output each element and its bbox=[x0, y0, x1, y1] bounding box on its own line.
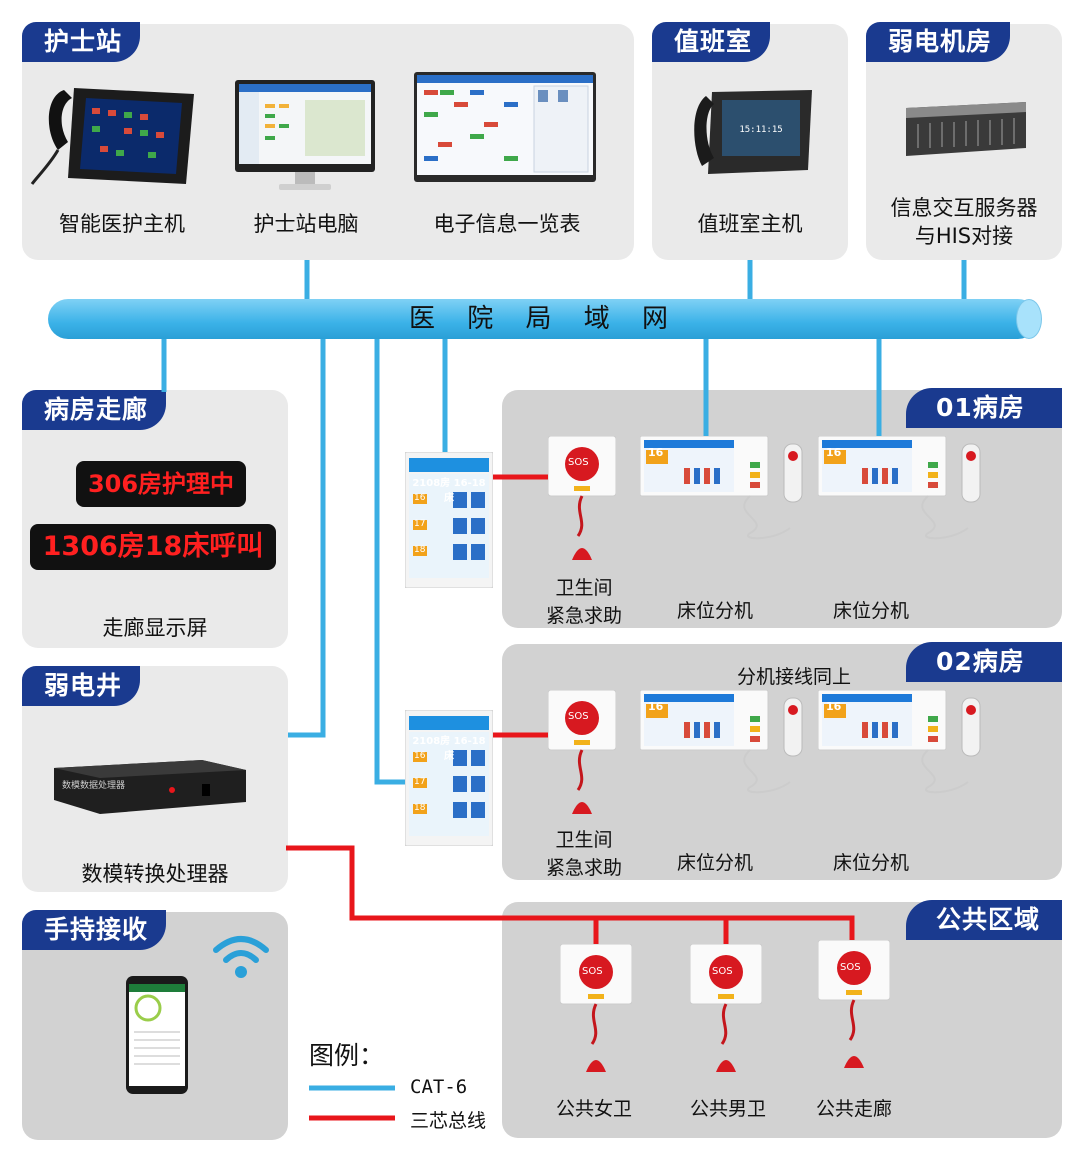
hospital-lan-bar bbox=[48, 299, 1042, 339]
legend-bus-label: 三芯总线 bbox=[410, 1110, 487, 1132]
door-panel-02-bed-16: 16 bbox=[414, 751, 426, 761]
converter-label: 数模转换处理器 bbox=[81, 862, 229, 886]
smart-host-label: 智能医护主机 bbox=[59, 212, 185, 236]
public-corridor-sos-icon bbox=[818, 940, 890, 1068]
public-male-sos-text: SOS bbox=[712, 966, 733, 977]
ward01-panel bbox=[502, 390, 1062, 628]
info-board-label: 电子信息一览表 bbox=[433, 212, 581, 236]
door-panel-02-room: 2108房 16-18床 bbox=[412, 736, 486, 762]
ward02-panel bbox=[502, 644, 1062, 880]
converter-box-text: 数模数据处理器 bbox=[62, 781, 126, 791]
sos-button-01-icon bbox=[548, 436, 616, 560]
duty-host-label: 值班室主机 bbox=[697, 212, 803, 236]
smartphone-icon bbox=[126, 976, 188, 1094]
corridor-led-line1: 306房护理中 bbox=[76, 461, 246, 507]
public-male-sos-icon bbox=[690, 944, 762, 1072]
sos-button-02-icon bbox=[548, 690, 616, 814]
bed-unit-02b-num: 16 bbox=[826, 700, 842, 713]
server-label: 信息交互服务器 与HIS对接 bbox=[890, 196, 1038, 248]
public-male-label: 公共男卫 bbox=[689, 1098, 766, 1120]
public-female-label: 公共女卫 bbox=[555, 1098, 632, 1120]
door-panel-02-bed-18: 18 bbox=[414, 803, 426, 813]
nurse-station-title: 护士站 bbox=[22, 22, 141, 62]
corridor-led-line2: 1306房18床呼叫 bbox=[30, 524, 276, 570]
door-panel-01-bed-18: 18 bbox=[414, 545, 426, 555]
legend-cat6-label: CAT-6 bbox=[410, 1076, 468, 1098]
converter-box-icon bbox=[54, 760, 246, 814]
door-panel-02-icon bbox=[405, 710, 493, 846]
ward02-title: 02病房 bbox=[906, 642, 1062, 682]
public-area-title: 公共区域 bbox=[906, 900, 1062, 940]
duty-host-device-icon: 15:11:15 bbox=[694, 90, 812, 174]
handheld-title: 手持接收 bbox=[22, 910, 167, 950]
info-board-icon bbox=[414, 72, 596, 182]
public-corridor-label: 公共走廊 bbox=[815, 1098, 892, 1120]
door-panel-01-icon bbox=[405, 452, 493, 588]
ward01-title: 01病房 bbox=[906, 388, 1062, 428]
ward02-bed1-label: 床位分机 bbox=[676, 852, 753, 874]
corridor-title: 病房走廊 bbox=[22, 390, 167, 430]
wifi-icon bbox=[213, 936, 269, 978]
cat6-door-panel-02 bbox=[374, 338, 408, 785]
door-panel-01-bed-16: 16 bbox=[414, 493, 426, 503]
cat6-weak-well bbox=[288, 338, 326, 738]
bed-unit-01b-num: 16 bbox=[826, 446, 842, 459]
ward01-bed2-label: 床位分机 bbox=[832, 600, 909, 622]
ward02-bed2-label: 床位分机 bbox=[832, 852, 909, 874]
ward02-note: 分机接线同上 bbox=[736, 666, 851, 688]
ward01-sos-label: 卫生间 紧急求助 bbox=[545, 577, 622, 627]
sos-02-text: SOS bbox=[568, 711, 589, 722]
bed-unit-01b-icon bbox=[818, 436, 981, 540]
bus-public bbox=[286, 845, 855, 944]
svg-text:15:11:15: 15:11:15 bbox=[739, 125, 782, 135]
corridor-display-label: 走廊显示屏 bbox=[102, 616, 208, 640]
hospital-lan-label: 医 院 局 域 网 bbox=[408, 304, 681, 334]
bed-unit-02a-num: 16 bbox=[648, 700, 664, 713]
bed-unit-02a-icon bbox=[640, 690, 803, 794]
smart-host-device-icon bbox=[30, 88, 194, 185]
public-corridor-sos-text: SOS bbox=[840, 962, 861, 973]
bed-unit-01a-icon bbox=[640, 436, 803, 540]
server-icon bbox=[906, 102, 1026, 156]
legend-title: 图例： bbox=[309, 1041, 385, 1070]
corridor-panel bbox=[22, 390, 288, 648]
public-female-sos-icon bbox=[560, 944, 632, 1072]
ward01-bed1-label: 床位分机 bbox=[676, 600, 753, 622]
ward02-sos-label: 卫生间 紧急求助 bbox=[545, 829, 622, 879]
nurse-pc-icon bbox=[235, 80, 375, 190]
bed-unit-01a-num: 16 bbox=[648, 446, 664, 459]
door-panel-02-bed-17: 17 bbox=[414, 777, 426, 787]
nurse-pc-label: 护士站电脑 bbox=[253, 212, 359, 236]
sos-01-text: SOS bbox=[568, 457, 589, 468]
door-panel-01-room: 2108房 16-18床 bbox=[412, 478, 486, 504]
public-female-sos-text: SOS bbox=[582, 966, 603, 977]
bed-unit-02b-icon bbox=[818, 690, 981, 794]
duty-room-title: 值班室 bbox=[652, 22, 771, 62]
server-room-title: 弱电机房 bbox=[866, 22, 1011, 62]
weak-well-title: 弱电井 bbox=[22, 666, 141, 706]
door-panel-01-bed-17: 17 bbox=[414, 519, 426, 529]
